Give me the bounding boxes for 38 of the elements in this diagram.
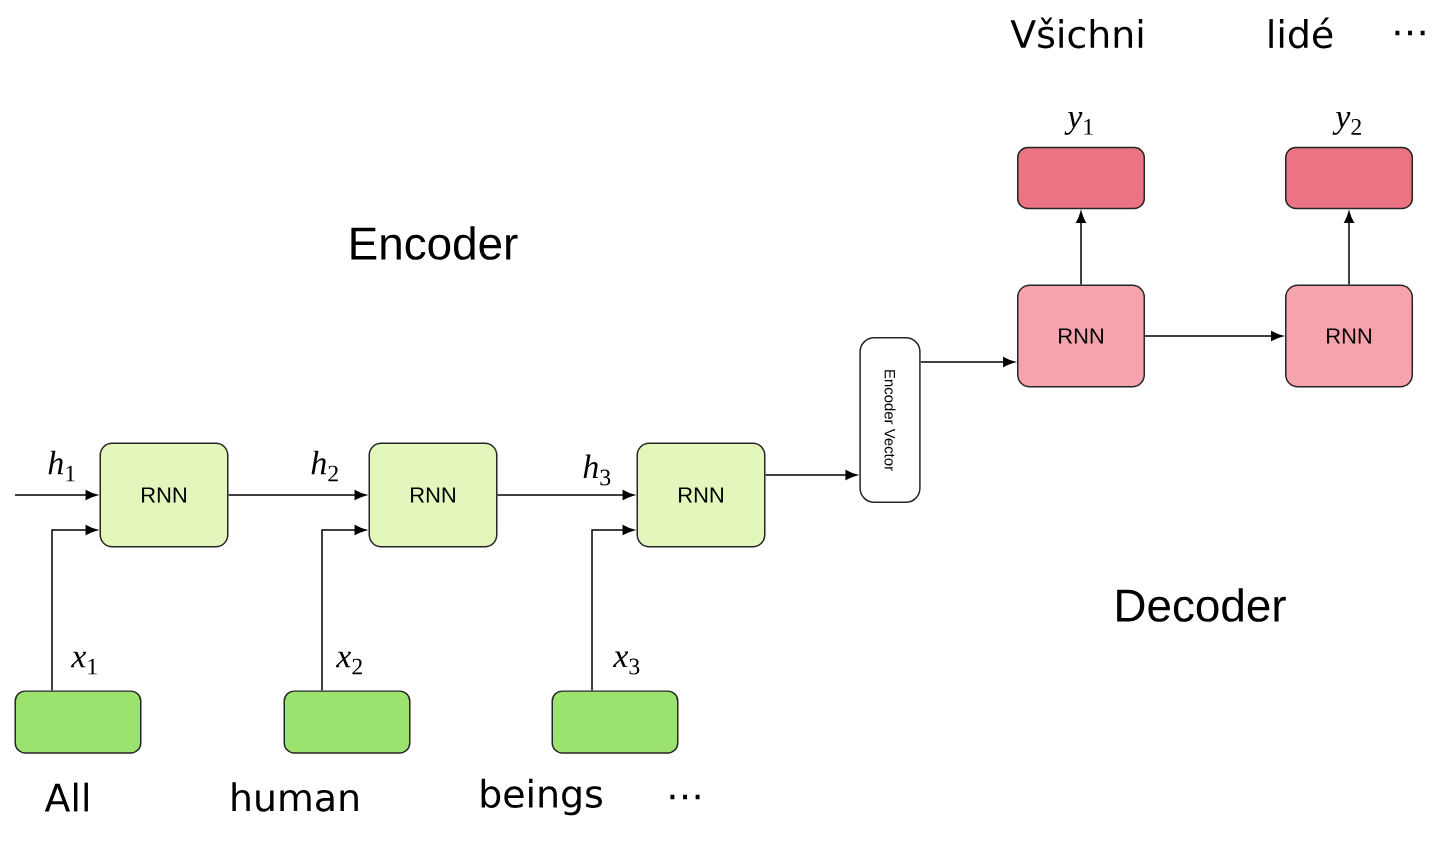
output-box — [1285, 146, 1414, 210]
rnn-box: RNN — [99, 442, 229, 548]
section-heading: Encoder — [351, 226, 518, 260]
edge-label: x$_{1}$ — [70, 650, 100, 676]
output-label: y$_{2}$ — [1332, 111, 1361, 135]
edge-label: x$_{2}$ — [335, 650, 365, 676]
word: beings — [481, 778, 602, 816]
input-box — [283, 690, 411, 754]
edge-label: h$_{2}$ — [309, 449, 341, 483]
word: Všichni — [1010, 17, 1143, 49]
word: … — [1395, 30, 1425, 36]
output-label: y$_{1}$ — [1064, 111, 1093, 135]
input-box — [14, 690, 142, 754]
arrow — [496, 490, 635, 500]
arrow — [51, 525, 98, 692]
arrow — [227, 490, 367, 500]
edge-label: h$_{1}$ — [46, 449, 78, 483]
rnn-box: RNN — [368, 442, 498, 548]
arrow — [321, 525, 367, 692]
word: human — [232, 782, 358, 812]
edge-label: x$_{3}$ — [612, 650, 642, 676]
arrow — [1344, 211, 1354, 286]
arrow — [1076, 211, 1086, 286]
arrow — [919, 357, 1015, 367]
edge-label: h$_{3}$ — [581, 453, 613, 487]
rnn-box: RNN — [1017, 284, 1146, 388]
word: … — [670, 794, 700, 800]
arrow — [1144, 331, 1283, 341]
arrow — [14, 490, 98, 500]
section-heading: Decoder — [1117, 588, 1286, 622]
encoder-vector-box: Encoder Vector — [859, 337, 921, 503]
output-box — [1017, 146, 1146, 210]
rnn-box: RNN — [1285, 284, 1414, 388]
input-box — [551, 690, 679, 754]
arrow — [591, 525, 635, 692]
rnn-box: RNN — [636, 442, 766, 548]
word: lidé — [1269, 17, 1333, 49]
arrow — [764, 470, 858, 480]
